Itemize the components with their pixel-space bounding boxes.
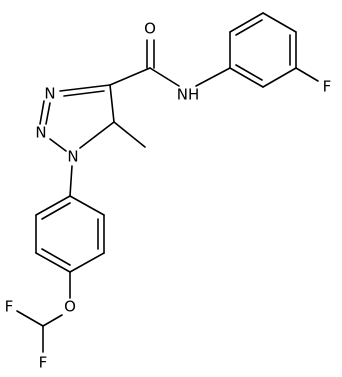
bond-ph2-4 [35,252,71,273]
atom-labels: O NH F N N N O F F [5,20,332,372]
atom-f-a: F [5,298,14,316]
bond-c4-n3 [59,84,111,92]
bond-c4-n3-d [63,90,105,97]
bond-ph1-6 [229,67,264,88]
bond-ph2-3 [69,252,105,273]
bond-ph2-6 [35,195,71,216]
bond-n2-n1 [49,138,67,152]
bond-c-fa [16,310,44,327]
bond-ph1-3 [262,12,297,33]
bonds [16,12,319,353]
bond-ph1-6d [235,64,263,81]
bond-ph1-2d [235,19,263,36]
atom-o-carbonyl: O [144,20,156,38]
bond-n1-ph [69,165,73,197]
bond-c5-methyl [113,121,146,148]
bond-co-c4 [109,67,151,86]
bond-c-nh [149,67,180,87]
bond-n1-c5 [79,121,115,149]
bond-ph1-5 [262,67,297,88]
atom-f-b: F [39,354,48,372]
bond-ph2-1 [69,195,105,216]
bond-ph2-4d [41,248,71,266]
bond-o-chf2 [42,314,63,327]
bond-n3-n2-d [45,102,51,125]
atom-o-ether: O [64,298,76,316]
bond-n3-n2 [39,100,45,125]
atom-nh-amide: NH [177,86,200,104]
atom-n2: N [35,124,46,142]
atom-n1: N [67,148,78,166]
bond-nh-aryl [195,67,231,87]
atom-n3: N [44,85,55,103]
bond-ph1-2 [229,12,264,33]
bond-ph2-6d [41,202,71,220]
atom-f-aryl: F [323,78,332,96]
bond-c-f-aryl [295,67,319,82]
bond-c5-c4 [109,84,115,123]
